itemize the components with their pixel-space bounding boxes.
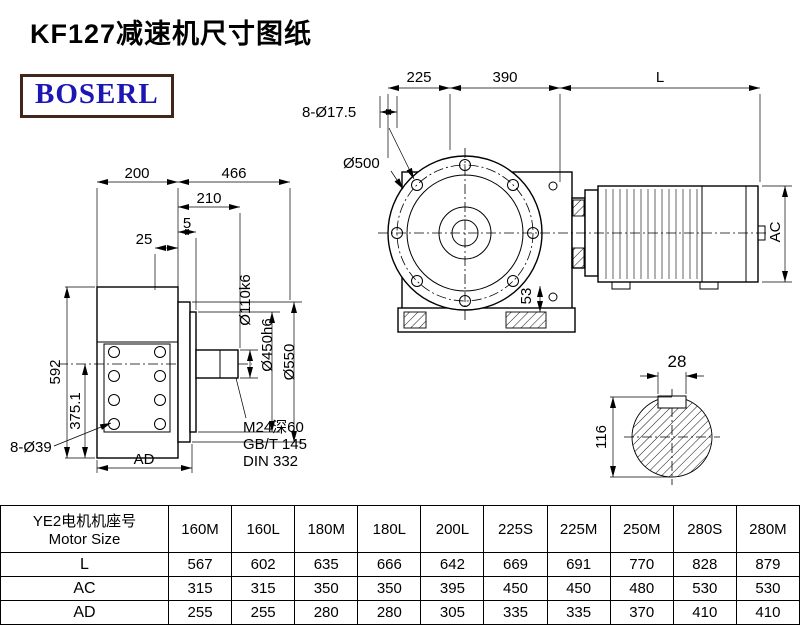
row-label-ac: AC: [0, 576, 169, 601]
dim-28: 28: [668, 352, 687, 371]
column-header-180l: 180L: [357, 505, 422, 553]
row-label-ad: AD: [0, 600, 169, 625]
dim-ac: AC: [767, 221, 784, 242]
label-din332: DIN 332: [243, 453, 298, 470]
cell-ad-180l: 280: [357, 600, 422, 625]
dim-500: Ø500: [343, 155, 380, 172]
motor-size-label-en: Motor Size: [48, 531, 121, 548]
table-row-l: L 567 602 635 666 642 669 691 770 828 87…: [0, 552, 800, 577]
label-8-d17-5: 8-Ø17.5: [302, 104, 356, 121]
dim-450h6: Ø450h6: [259, 318, 276, 371]
table-row-ad: AD 255 255 280 280 305 335 335 370 410 4…: [0, 600, 800, 625]
shaft-section: 28 116: [593, 352, 720, 485]
label-8-d39: 8-Ø39: [10, 439, 52, 456]
dimension-table: YE2电机机座号 Motor Size 160M 160L 180M 180L …: [0, 505, 800, 625]
row-label-l: L: [0, 552, 169, 577]
motor-size-label-cn: YE2电机机座号: [32, 513, 137, 530]
dim-ad: AD: [134, 451, 155, 468]
cell-ac-160m: 315: [167, 576, 233, 601]
cell-ac-180l: 350: [357, 576, 422, 601]
dim-466: 466: [221, 165, 246, 182]
dim-210: 210: [196, 190, 221, 207]
cell-ac-180m: 350: [294, 576, 359, 601]
cell-ac-250m: 480: [609, 576, 674, 601]
column-header-180m: 180M: [294, 505, 359, 553]
label-gbt145: GB/T 145: [243, 436, 307, 453]
dim-L: L: [656, 69, 664, 86]
cell-ac-225s: 450: [483, 576, 548, 601]
cell-ad-160l: 255: [231, 600, 296, 625]
cell-l-160m: 567: [167, 552, 233, 577]
cell-ad-250m: 370: [609, 600, 674, 625]
dim-25: 25: [136, 231, 153, 248]
table-header-row: YE2电机机座号 Motor Size 160M 160L 180M 180L …: [0, 505, 800, 553]
cell-ad-280m: 410: [735, 600, 800, 625]
cell-ac-280m: 530: [735, 576, 800, 601]
page-title: KF127减速机尺寸图纸: [30, 19, 313, 49]
column-header-250m: 250M: [609, 505, 674, 553]
table-row-ac: AC 315 315 350 350 395 450 450 480 530 5…: [0, 576, 800, 601]
dim-200: 200: [124, 165, 149, 182]
column-header-200l: 200L: [420, 505, 485, 553]
dim-390: 390: [492, 69, 517, 86]
column-header-225s: 225S: [483, 505, 548, 553]
cell-ad-280s: 410: [672, 600, 737, 625]
left-view: 200 466 210 5 25 592 375.1 8-Ø39 AD M24深…: [10, 165, 307, 473]
cell-l-280m: 879: [735, 552, 800, 577]
column-header-280m: 280M: [735, 505, 800, 553]
cell-l-180m: 635: [294, 552, 359, 577]
label-m24: M24深60: [243, 419, 304, 436]
boserl-logo: BOSERL: [20, 74, 174, 118]
cell-ad-180m: 280: [294, 600, 359, 625]
column-header-160m: 160M: [167, 505, 233, 553]
cell-ad-225m: 335: [546, 600, 611, 625]
cell-l-280s: 828: [672, 552, 737, 577]
technical-drawing: 200 466 210 5 25 592 375.1 8-Ø39 AD M24深…: [10, 69, 792, 485]
dim-116: 116: [593, 425, 610, 449]
cell-ac-200l: 395: [420, 576, 485, 601]
column-header-280s: 280S: [672, 505, 737, 553]
dim-53: 53: [518, 288, 535, 305]
column-header-160l: 160L: [231, 505, 296, 553]
dim-550: Ø550: [281, 344, 298, 381]
cell-l-180l: 666: [357, 552, 422, 577]
cell-l-250m: 770: [609, 552, 674, 577]
cell-ac-160l: 315: [231, 576, 296, 601]
cell-ad-225s: 335: [483, 600, 548, 625]
cell-l-160l: 602: [231, 552, 296, 577]
cell-l-225m: 691: [546, 552, 611, 577]
dim-592: 592: [47, 359, 64, 384]
column-header-225m: 225M: [546, 505, 611, 553]
cell-ad-200l: 305: [420, 600, 485, 625]
dim-375: 375.1: [67, 392, 84, 430]
cell-l-225s: 669: [483, 552, 548, 577]
cell-ad-160m: 255: [167, 600, 233, 625]
right-view: 225 390 L 8-Ø17.5 Ø500 AC 53: [302, 69, 792, 333]
dim-5: 5: [183, 215, 191, 232]
cell-ac-225m: 450: [546, 576, 611, 601]
cell-l-200l: 642: [420, 552, 485, 577]
cell-ac-280s: 530: [672, 576, 737, 601]
dim-225: 225: [406, 69, 431, 86]
table-header-motor-size: YE2电机机座号 Motor Size: [0, 505, 169, 553]
dim-110k6: Ø110k6: [237, 274, 254, 325]
